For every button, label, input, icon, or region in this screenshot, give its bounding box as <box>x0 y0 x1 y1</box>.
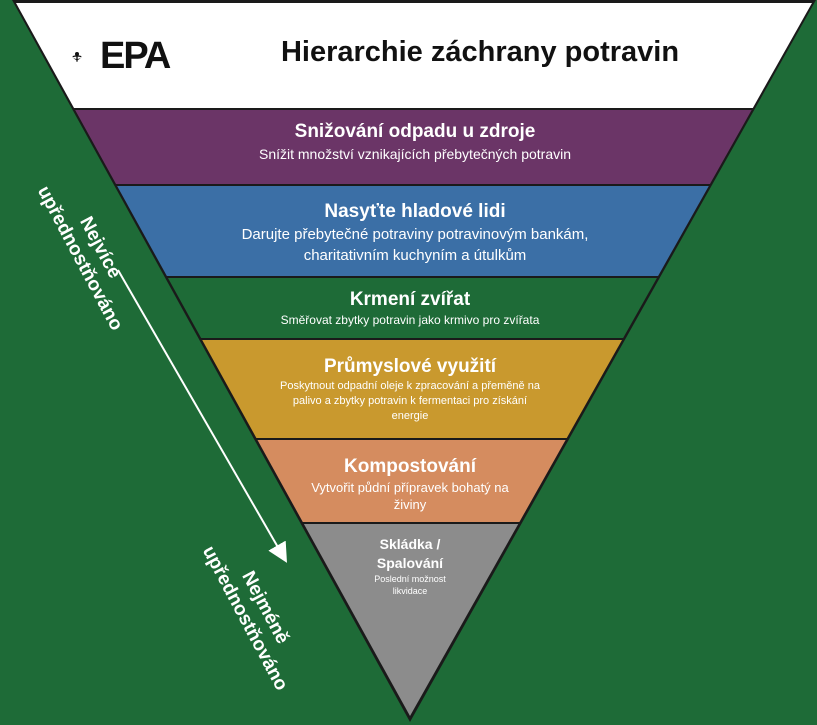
tier-subtitle: Poslední možnost <box>374 574 446 584</box>
header-band <box>16 3 812 108</box>
tier-band-composting <box>257 440 566 522</box>
tier-subtitle: Poskytnout odpadní oleje k zpracování a … <box>280 380 540 392</box>
tier-subtitle: energie <box>391 410 429 422</box>
tier-title: Snižování odpadu u zdroje <box>294 121 536 142</box>
tier-band-feed-people <box>117 186 709 276</box>
tier-band-feed-animals <box>167 278 657 338</box>
tier-industrial-uses: Průmyslové využití Poskytnout odpadní ol… <box>215 355 605 424</box>
tier-subtitle: Darujte přebytečné potraviny potravinový… <box>241 226 589 243</box>
tier-title: Skládka / <box>379 536 441 552</box>
tier-feed-animals: Krmení zvířat Směřovat zbytky potravin j… <box>200 288 620 328</box>
tier-band-source-reduction <box>75 110 752 184</box>
tier-title: Nasyťte hladové lidi <box>324 201 506 222</box>
tier-title: Kompostování <box>344 456 476 477</box>
tier-title-line2: Spalování <box>376 555 444 571</box>
tier-composting: Kompostování Vytvořit půdní přípravek bo… <box>270 455 550 513</box>
tier-band-landfill <box>303 524 519 716</box>
tier-subtitle: Směřovat zbytky potravin jako krmivo pro… <box>280 313 540 327</box>
epa-logo-text: EPA <box>100 35 171 77</box>
tier-title: Průmyslové využití <box>323 356 497 377</box>
epa-flower-icon <box>72 52 82 62</box>
tier-band-industrial <box>202 340 622 438</box>
tier-source-reduction: Snižování odpadu u zdroje Snížit množstv… <box>120 120 710 164</box>
priority-arrow <box>117 269 287 563</box>
tier-subtitle: živiny <box>393 497 427 512</box>
tier-subtitle: palivo a zbytky potravin k fermentaci pr… <box>292 395 528 407</box>
tier-subtitle: Vytvořit půdní přípravek bohatý na <box>311 480 509 495</box>
tier-subtitle: Snížit množství vznikajících přebytečnýc… <box>258 146 572 162</box>
tier-landfill: Skládka / Spalování Poslední možnost lik… <box>335 535 485 597</box>
tier-subtitle: likvidace <box>392 586 428 596</box>
tier-title: Krmení zvířat <box>349 289 471 310</box>
tier-subtitle: charitativním kuchyním a útulkům <box>303 247 527 264</box>
tier-feed-people: Nasyťte hladové lidi Darujte přebytečné … <box>150 200 680 266</box>
page-title: Hierarchie záchrany potravin <box>280 36 680 68</box>
